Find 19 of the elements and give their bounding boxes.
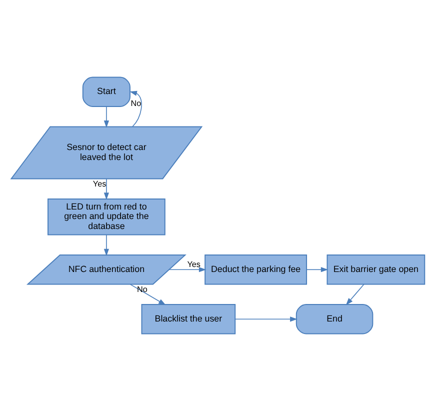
node-box: End [296,304,374,334]
arrow [234,316,298,322]
node-box: Deduct the parking fee [204,254,308,284]
arrow [130,283,166,305]
node-box: Blacklist the user [141,304,236,334]
node-box: Exit barrier gate open [326,254,426,284]
edge-label: Yes [92,178,106,188]
node-box: LED turn from red to green and update the database [48,198,166,235]
arrow [346,283,364,305]
edge-label: No [136,284,148,294]
arrow [104,178,109,200]
arrow [104,106,109,128]
node-box: Start [82,76,130,106]
arrow [168,266,206,272]
edge-label: No [130,98,142,108]
arrow [306,266,328,272]
arrow [130,90,142,127]
arrow [104,234,109,256]
edge-label: Yes [187,260,200,269]
